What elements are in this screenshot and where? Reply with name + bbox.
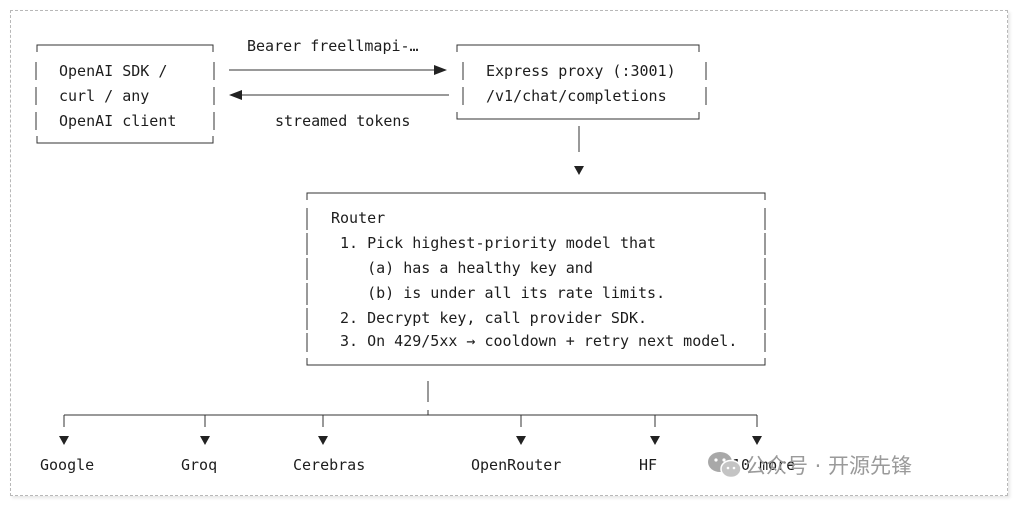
client-box-line: curl / any (59, 87, 150, 105)
arrow-groq (200, 436, 210, 445)
proxy-box-line: /v1/chat/completions (486, 87, 667, 105)
provider-groq: Groq (181, 456, 218, 474)
provider-openrouter: OpenRouter (471, 456, 562, 474)
provider-hf: HF (639, 456, 658, 474)
router-step: 2. Decrypt key, call provider SDK. (340, 309, 648, 327)
client-box-line: OpenAI SDK / (59, 62, 168, 80)
wechat-icon (708, 452, 742, 479)
arrow-cerebras (318, 436, 328, 445)
router-arrowhead (574, 166, 584, 175)
arrow-openrouter (516, 436, 526, 445)
request-label: Bearer freellmapi-… (247, 37, 419, 55)
response-label: streamed tokens (275, 112, 411, 130)
router-step: 1. Pick highest-priority model that (340, 234, 657, 252)
arrow-google (59, 436, 69, 445)
router-step: 3. On 429/5xx → cooldown + retry next mo… (340, 332, 738, 350)
provider-cerebras: Cerebras (293, 456, 366, 474)
provider-google: Google (40, 456, 95, 474)
watermark-text: 公众号 · 开源先锋 (745, 454, 913, 478)
client-box-line: OpenAI client (59, 112, 177, 130)
proxy-box-line: Express proxy (:3001) (486, 62, 676, 80)
request-arrowhead (434, 65, 447, 75)
arrow-hf (650, 436, 660, 445)
client-box-border (35, 44, 215, 144)
response-arrowhead (229, 90, 242, 100)
router-box-border (306, 192, 766, 366)
provider-branches (63, 410, 758, 427)
router-title: Router (331, 209, 386, 227)
arrow-more (752, 436, 762, 445)
proxy-box-border (456, 44, 707, 120)
router-step: (a) has a healthy key and (340, 259, 593, 277)
router-step: (b) is under all its rate limits. (340, 284, 666, 302)
